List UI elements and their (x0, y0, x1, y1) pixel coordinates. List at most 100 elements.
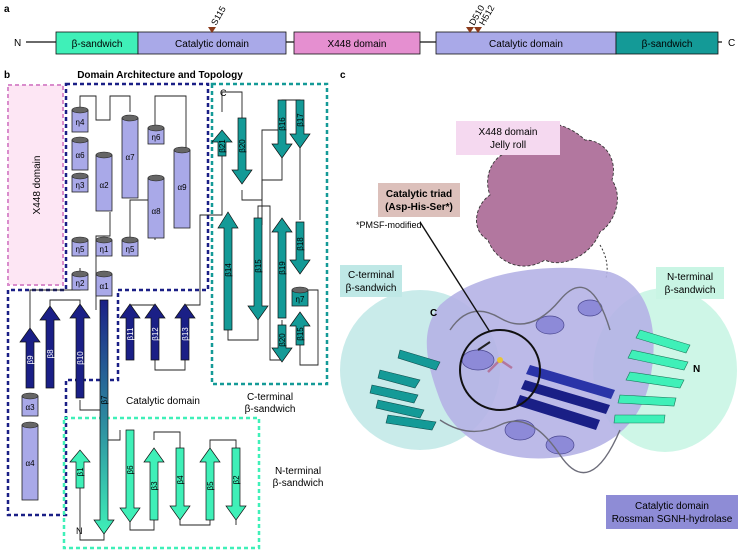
svg-text:β4: β4 (176, 475, 185, 485)
strand-beta19: β19 (271, 217, 293, 319)
svg-text:β19: β19 (278, 261, 287, 275)
svg-text:η2: η2 (76, 279, 85, 288)
marker-h512 (474, 27, 482, 33)
domain-catalytic-2-label: Catalytic domain (489, 39, 563, 50)
svg-text:β2: β2 (232, 475, 241, 485)
strand-beta18: β18 (289, 221, 311, 275)
svg-text:β5: β5 (206, 481, 215, 491)
helix-alpha2: α2 (95, 151, 113, 212)
triad-circle (459, 329, 541, 411)
svg-text:β9: β9 (26, 355, 35, 365)
c-terminal-cartoon (369, 349, 441, 431)
helix-eta6: η6 (147, 124, 165, 145)
strand-beta1: β1 (69, 449, 91, 489)
x448-callout-box (456, 121, 560, 155)
c-terminal-callout-2: β-sandwich (346, 283, 397, 294)
svg-text:β7: β7 (100, 395, 109, 405)
helix-eta5-b: η5 (121, 236, 139, 257)
strand-beta6: β6 (119, 429, 141, 523)
n-terminus-label: N (14, 38, 21, 49)
domain-bsandwich-c (615, 31, 719, 55)
catalytic-callout-1: Catalytic domain (635, 501, 709, 512)
svg-text:α6: α6 (75, 151, 85, 160)
structure-c-end: C (430, 308, 437, 319)
svg-text:η3: η3 (76, 181, 85, 190)
svg-text:β12: β12 (151, 327, 160, 341)
svg-text:α2: α2 (99, 181, 109, 190)
strand-beta4: β4 (169, 447, 191, 521)
strand-beta17: β17 (289, 99, 311, 149)
triad-residues (477, 341, 513, 373)
n-terminal-cartoon (613, 329, 691, 424)
c-terminal-callout-box (340, 265, 402, 297)
helix-eta4: η4 (71, 106, 89, 133)
svg-text:β6: β6 (126, 465, 135, 475)
helix-alpha8: α8 (147, 174, 165, 239)
svg-text:β21: β21 (218, 139, 227, 153)
helix-eta2: η2 (71, 270, 89, 291)
marker-s115-label: S115 (209, 4, 228, 27)
helix-eta7: η7 (291, 286, 309, 307)
svg-text:α7: α7 (125, 153, 135, 162)
svg-text:α9: α9 (177, 183, 187, 192)
n-terminal-box-label-2: β-sandwich (273, 478, 324, 489)
triad-callout-1: Catalytic triad (386, 189, 452, 200)
catalytic-callout-2: Rossman SGNH-hydrolase (612, 514, 733, 525)
strand-beta20-top: β20 (231, 117, 253, 185)
catalytic-domain-box-label: Catalytic domain (126, 396, 200, 407)
marker-d510 (466, 27, 474, 33)
strand-beta15-long: β15 (247, 217, 269, 321)
strand-beta8: β8 (39, 305, 61, 389)
topology-n-end: N (76, 526, 83, 536)
svg-text:β8: β8 (46, 349, 55, 359)
svg-text:β17: β17 (296, 113, 305, 127)
structure-n-end: N (693, 364, 700, 375)
x448-callout-1: X448 domain (479, 127, 538, 138)
strand-beta9: β9 (19, 327, 41, 389)
svg-text:β11: β11 (126, 327, 135, 340)
n-terminal-box-label-1: N-terminal (275, 466, 321, 477)
catalytic-domain-box (6, 82, 210, 517)
strand-beta11: β11 (119, 303, 141, 361)
panel-b-label: b (4, 70, 10, 81)
svg-text:β20: β20 (238, 139, 247, 153)
svg-text:β20: β20 (278, 333, 287, 347)
svg-text:α4: α4 (25, 459, 35, 468)
svg-text:β1: β1 (76, 467, 85, 477)
n-terminal-callout-2: β-sandwich (665, 285, 716, 296)
svg-text:β15: β15 (296, 327, 305, 341)
svg-text:η4: η4 (76, 118, 85, 127)
helix-alpha9: α9 (173, 146, 191, 229)
helix-eta1: η1 (95, 236, 113, 257)
helices: η4 α6 η3 α2 α7 η6 α9 (21, 106, 309, 501)
strand-beta12: β12 (144, 303, 166, 361)
domain-bsandwich-n-label: β-sandwich (72, 39, 123, 50)
marker-s115 (208, 27, 216, 33)
svg-text:β16: β16 (278, 117, 287, 131)
n-terminal-box (62, 416, 261, 550)
svg-text:β13: β13 (181, 327, 190, 341)
topology-c-end: C (220, 88, 227, 98)
svg-text:η6: η6 (152, 133, 161, 142)
strand-beta16: β16 (271, 99, 293, 159)
svg-text:α1: α1 (99, 282, 109, 291)
strand-beta7: β7 (93, 299, 115, 535)
triad-callout-2: (Asp-His-Ser*) (385, 202, 453, 213)
helix-alpha7: α7 (121, 114, 139, 199)
helix-alpha4: α4 (21, 421, 39, 501)
domain-x448-label: X448 domain (328, 39, 387, 50)
svg-text:η5: η5 (76, 245, 85, 254)
svg-text:β14: β14 (224, 263, 233, 277)
x448-box (7, 84, 64, 286)
svg-text:α8: α8 (151, 207, 161, 216)
svg-text:η1: η1 (100, 245, 109, 254)
svg-text:β10: β10 (76, 351, 85, 365)
helix-eta5-a: η5 (71, 236, 89, 257)
svg-text:β18: β18 (296, 237, 305, 251)
c-terminus-label: C (728, 38, 735, 49)
strand-beta13: β13 (174, 303, 196, 361)
svg-text:β3: β3 (150, 481, 159, 491)
domain-x448 (293, 31, 421, 55)
strand-beta3: β3 (143, 447, 165, 521)
catalytic-cartoon (439, 286, 621, 474)
